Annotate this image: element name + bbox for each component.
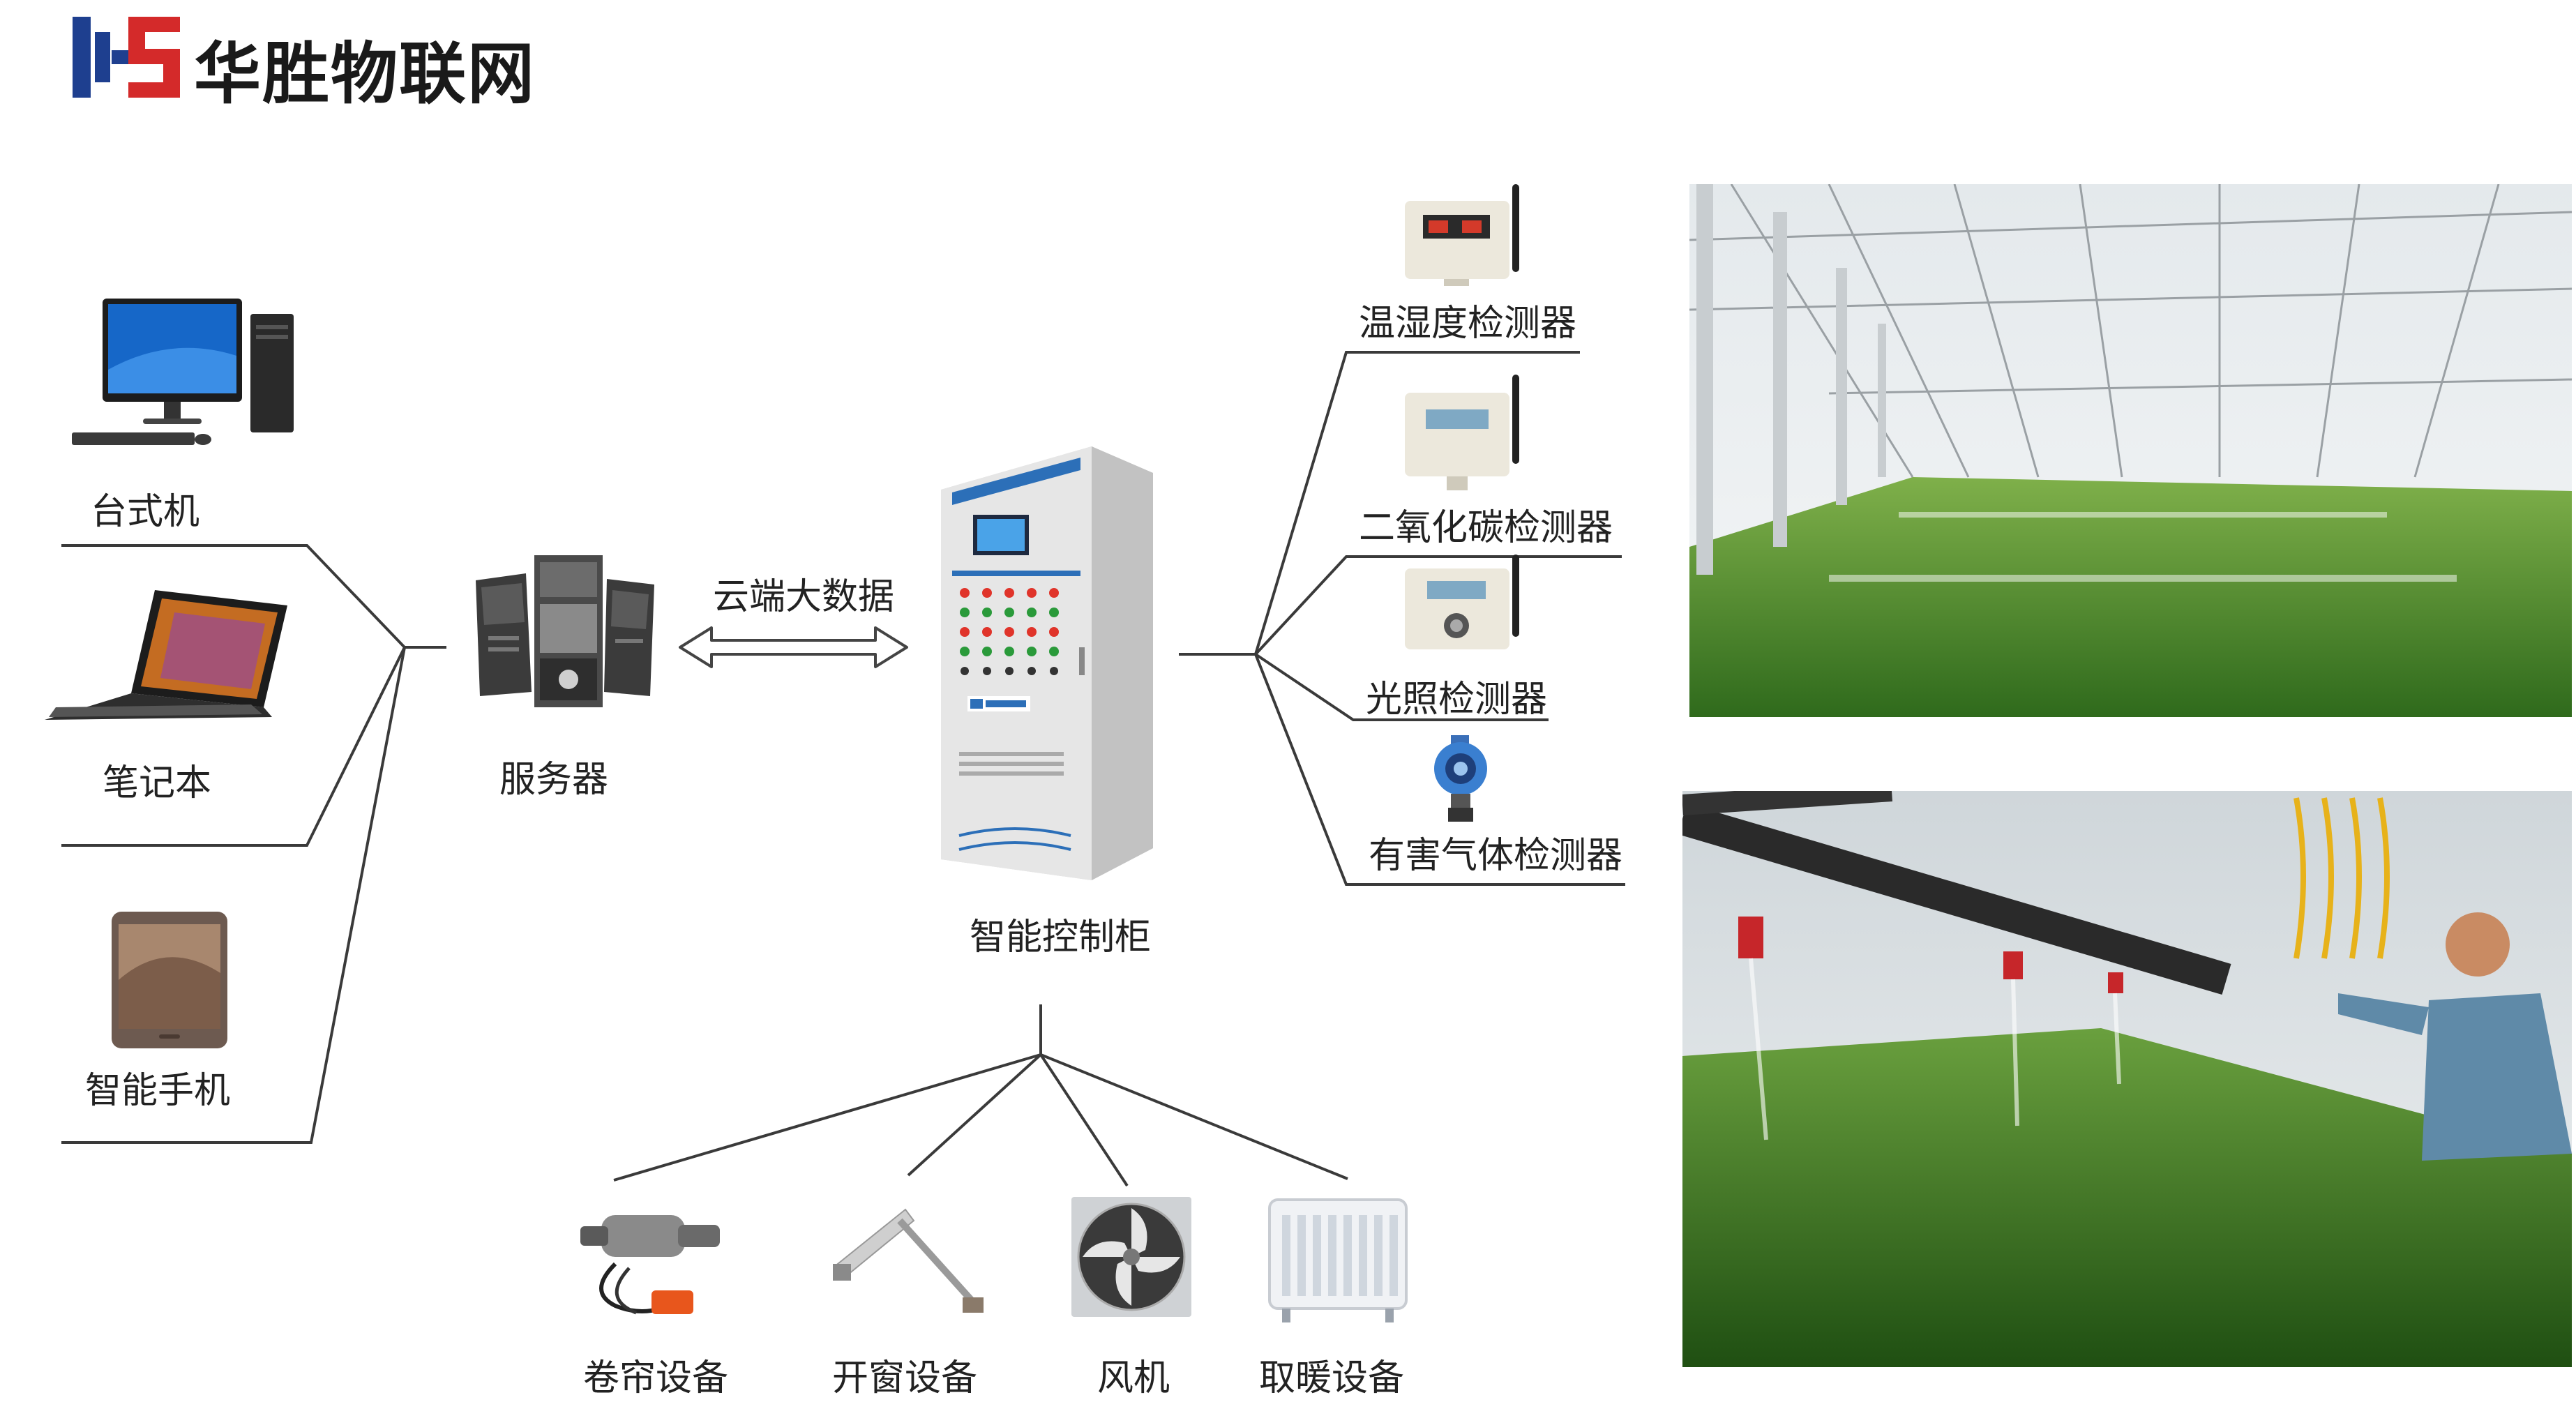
actuator-label: 开窗设备	[832, 1357, 978, 1399]
brand-name: 华胜物联网	[194, 35, 536, 113]
double-arrow-icon	[679, 626, 908, 668]
farmer-figure	[2338, 912, 2572, 1161]
window-opener-icon	[833, 1208, 984, 1313]
client-label: 台式机	[91, 491, 200, 533]
sensor-label: 二氧化碳检测器	[1359, 507, 1613, 549]
temperature-humidity-sensor-icon	[1405, 184, 1519, 286]
curtain-motor-icon	[580, 1215, 720, 1315]
heater-icon	[1268, 1198, 1408, 1322]
server-rack-icon	[476, 555, 654, 707]
actuator-label: 取暖设备	[1259, 1357, 1405, 1399]
server-label: 服务器	[499, 759, 609, 801]
cloud-link-label: 云端大数据	[713, 576, 895, 618]
sensor-label: 有害气体检测器	[1369, 835, 1623, 877]
laptop-icon	[45, 590, 287, 720]
desktop-computer-icon	[72, 299, 294, 445]
greenhouse-interior-photo	[1689, 184, 2572, 717]
co2-sensor-icon	[1405, 375, 1519, 490]
client-label: 智能手机	[85, 1070, 231, 1112]
sensor-label: 温湿度检测器	[1359, 303, 1577, 345]
exhaust-fan-icon	[1071, 1197, 1191, 1317]
brand-logo-icon	[73, 17, 180, 98]
greenhouse-irrigation-photo	[1682, 791, 2572, 1367]
sensor-label: 光照检测器	[1366, 679, 1548, 721]
client-label: 笔记本	[103, 762, 212, 804]
harmful-gas-detector-icon	[1434, 735, 1487, 822]
actuator-label: 风机	[1097, 1357, 1170, 1399]
smartphone-icon	[112, 912, 227, 1048]
cabinet-label: 智能控制柜	[970, 917, 1152, 958]
light-sensor-icon	[1405, 555, 1519, 649]
control-cabinet-icon	[941, 446, 1153, 880]
actuator-label: 卷帘设备	[583, 1357, 729, 1399]
